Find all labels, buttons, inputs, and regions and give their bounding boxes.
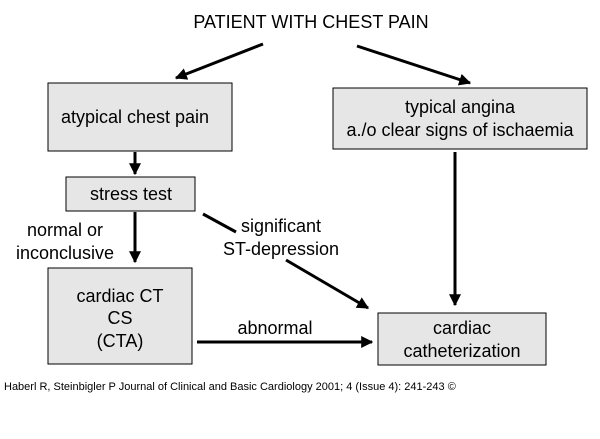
arrow-stress-to-cath [285,258,370,310]
edge-label-significant-line1: significant [241,216,321,236]
arrow-title-to-typical [356,44,472,86]
arrow-stress-to-cath-part1 [202,212,237,234]
arrow-title-to-atypical [174,42,264,80]
node-cath-label-line2: catheterization [403,341,520,361]
node-ct-label-line1: cardiac CT [76,286,163,306]
edge-label-abnormal: abnormal [237,318,312,338]
edge-label-significant-line2: ST-depression [223,239,339,259]
node-atypical-label: atypical chest pain [61,107,209,127]
node-typical-angina: typical angina a./o clear signs of ischa… [332,87,588,150]
node-cardiac-catheterization: cardiac catheterization [377,312,547,366]
diagram-title: PATIENT WITH CHEST PAIN [193,12,428,32]
node-ct-label-line2: CS [107,308,132,328]
node-atypical-chest-pain: atypical chest pain [47,82,233,152]
node-typical-label-line1: typical angina [405,97,516,117]
node-cardiac-ct: cardiac CT CS (CTA) [47,267,193,365]
node-typical-label-line2: a./o clear signs of ischaemia [346,120,574,140]
node-ct-label-line3: (CTA) [97,331,144,351]
edge-label-normal-line1: normal or [27,220,103,240]
node-stress-label: stress test [90,184,172,204]
edge-label-normal-line2: inconclusive [16,243,114,263]
node-stress-test: stress test [65,176,196,212]
citation: Haberl R, Steinbigler P Journal of Clini… [4,381,456,393]
node-cath-label-line1: cardiac [433,318,491,338]
